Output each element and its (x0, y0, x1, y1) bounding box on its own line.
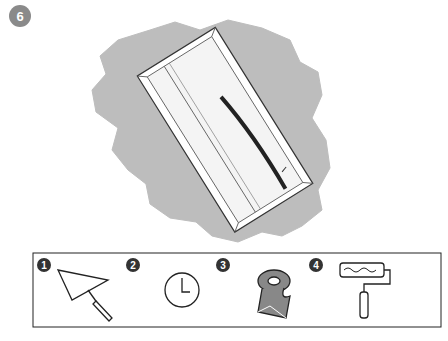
tape-icon (258, 270, 290, 318)
plaster-area (92, 20, 330, 242)
paint-roller-icon (340, 263, 390, 318)
clock-icon (165, 273, 199, 307)
callout-number: 4 (309, 258, 323, 272)
callout-number: 1 (37, 258, 51, 272)
callout-number: 2 (126, 258, 140, 272)
step-number: 6 (9, 5, 31, 27)
window-lining (137, 27, 313, 232)
callout-number: 3 (216, 258, 230, 272)
trowel-icon (58, 270, 112, 321)
tool-panel (33, 253, 441, 327)
